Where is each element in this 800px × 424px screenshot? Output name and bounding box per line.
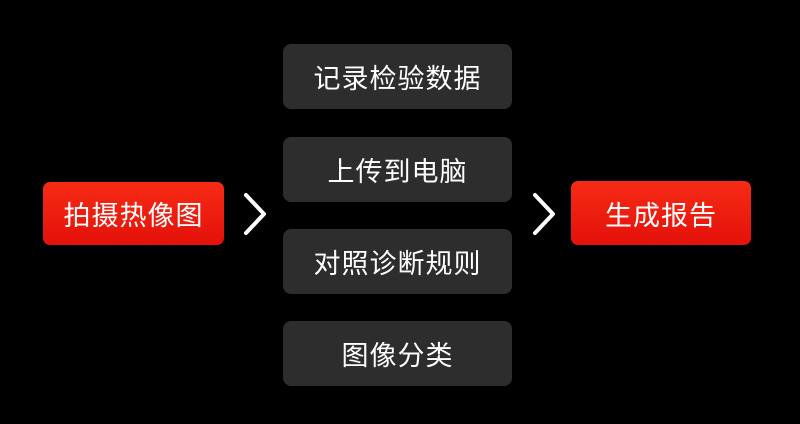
step-image-classification: 图像分类 — [283, 321, 512, 386]
chevron-right-icon — [242, 192, 268, 236]
step-record-inspection-data: 记录检验数据 — [283, 44, 512, 109]
step-capture-thermal-image-label: 拍摄热像图 — [63, 201, 204, 232]
step-compare-diagnostic-rules-label: 对照诊断规则 — [313, 249, 482, 280]
step-capture-thermal-image: 拍摄热像图 — [43, 182, 224, 245]
step-compare-diagnostic-rules: 对照诊断规则 — [283, 229, 512, 294]
step-upload-to-computer-label: 上传到电脑 — [327, 157, 468, 188]
chevron-right-icon — [531, 192, 557, 236]
step-generate-report: 生成报告 — [571, 181, 751, 245]
step-generate-report-label: 生成报告 — [605, 200, 717, 232]
step-upload-to-computer: 上传到电脑 — [283, 137, 512, 202]
step-record-inspection-data-label: 记录检验数据 — [313, 64, 482, 95]
step-image-classification-label: 图像分类 — [341, 341, 454, 372]
